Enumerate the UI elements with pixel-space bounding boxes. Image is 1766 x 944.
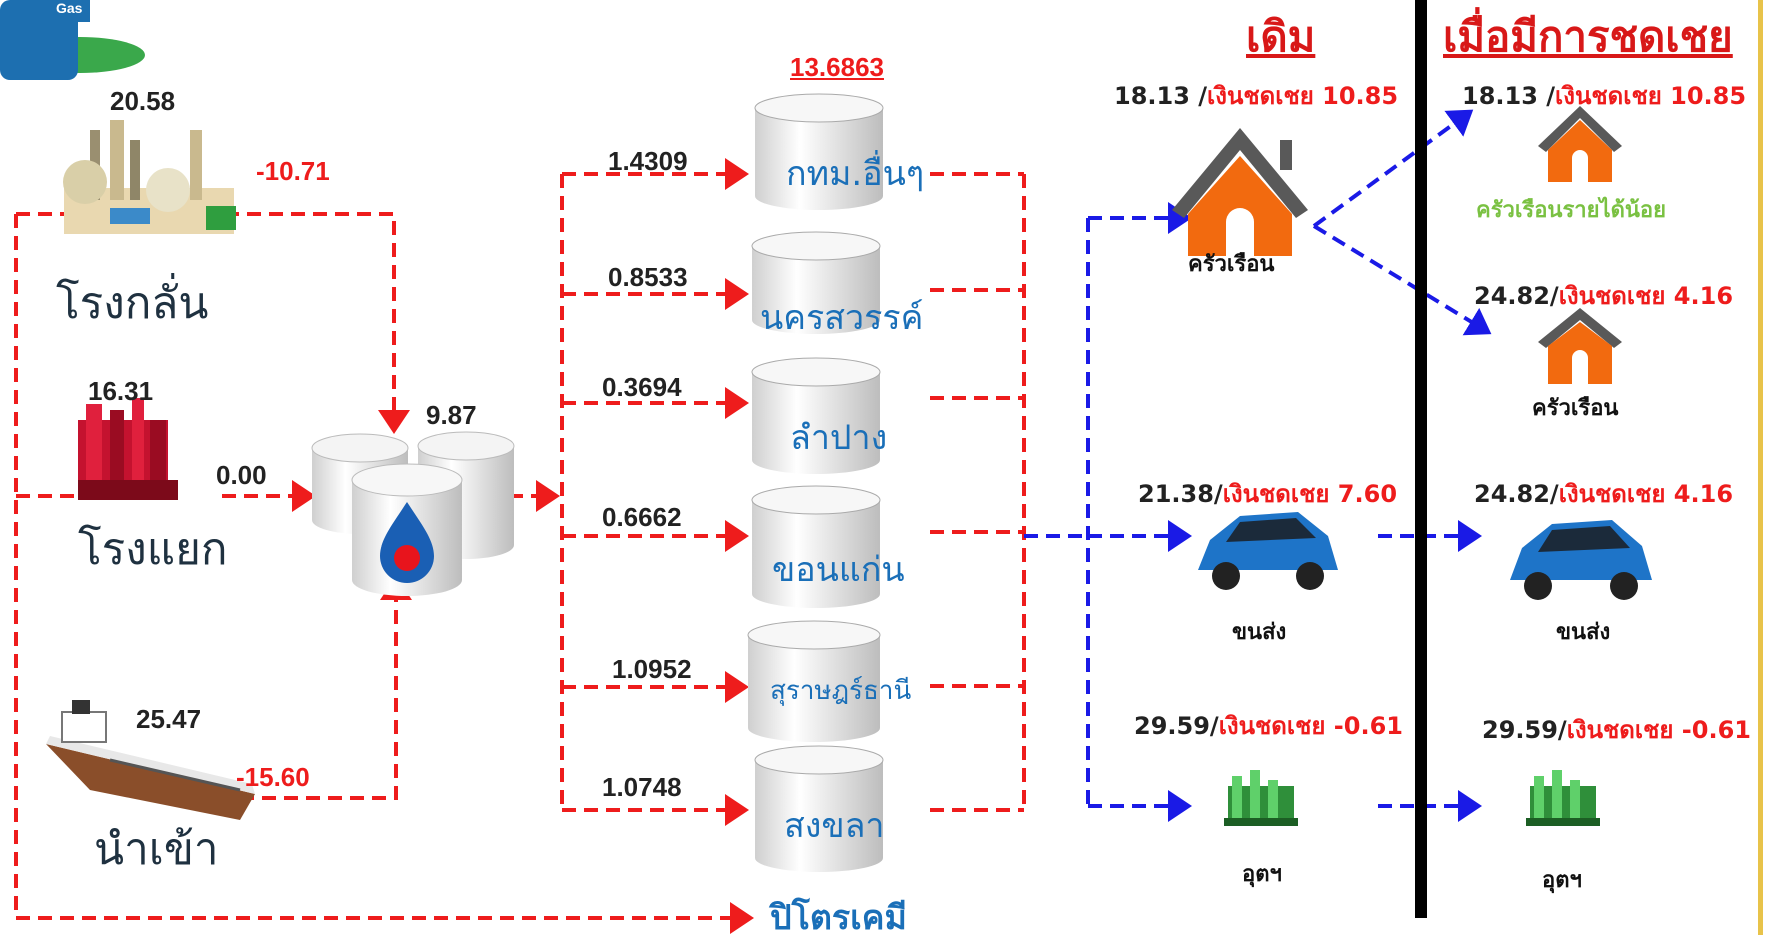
after-industry-label: อุตฯ <box>1542 868 1582 893</box>
import-price: 25.47 <box>136 704 202 734</box>
before-industry-price: 29.59/เงินชดเชย -0.61 <box>1134 712 1403 740</box>
pool-drop-logo <box>380 502 434 583</box>
lpg-cylinder-icon <box>0 0 145 80</box>
car-icon-after <box>1510 520 1652 600</box>
depot-tank-6 <box>754 745 884 872</box>
after-household-price: 24.82/เงินชดเชย 4.16 <box>1474 282 1734 310</box>
house-icon-before <box>1172 128 1308 256</box>
depot-value-4: 0.6662 <box>602 502 682 532</box>
factory-icon-before <box>1224 770 1298 826</box>
depot-value-3: 0.3694 <box>602 372 682 402</box>
before-transport-price: 21.38/เงินชดเชย 7.60 <box>1138 480 1398 508</box>
depot-total: 13.6863 <box>790 52 884 82</box>
header-before: เดิม <box>1246 12 1316 61</box>
depot-label-5: สุราษฎร์ธานี <box>770 676 912 706</box>
depot-tank-2 <box>751 231 881 334</box>
after-household-label: ครัวเรือน <box>1532 396 1619 421</box>
factory-icon-after <box>1526 770 1600 826</box>
house-icon-after <box>1538 308 1622 384</box>
after-industry-price: 29.59/เงินชดเชย -0.61 <box>1482 716 1751 744</box>
before-household-label: ครัวเรือน <box>1188 252 1275 277</box>
separation-label: โรงแยก <box>78 524 228 575</box>
refinery-icon <box>63 120 236 234</box>
car-icon-before <box>1198 512 1338 590</box>
petrochem-label: ปิโตรเคมี <box>770 898 907 938</box>
central-pool-tanks <box>311 431 515 596</box>
depot-value-1: 1.4309 <box>608 146 688 176</box>
depot-value-6: 1.0748 <box>602 772 682 802</box>
depot-label-1: กทม.อื่นๆ <box>786 154 925 194</box>
depot-label-6: สงขลา <box>784 806 885 846</box>
depot-value-5: 1.0952 <box>612 654 692 684</box>
import-to-pool-arrow <box>240 576 412 800</box>
refinery-label: โรงกลั่น <box>56 278 209 329</box>
depot-tank-1 <box>754 93 884 210</box>
depot-tank-3 <box>751 357 881 474</box>
header-after: เมื่อมีการชดเชย <box>1443 12 1733 61</box>
depot-value-2: 0.8533 <box>608 262 688 292</box>
import-diff: -15.60 <box>236 762 310 792</box>
lpg-logo-text: Gas <box>56 0 83 16</box>
depot-label-4: ขอนแก่น <box>772 550 905 590</box>
separation-price: 16.31 <box>88 376 154 406</box>
after-lowincome-price: 18.13 /เงินชดเชย 10.85 <box>1462 82 1747 110</box>
refinery-to-pool-arrow <box>225 212 410 434</box>
depot-tank-5 <box>747 620 881 742</box>
depot-label-3: ลำปาง <box>790 418 888 458</box>
before-industry-label: อุตฯ <box>1242 862 1282 887</box>
arrow-household-to-lowincome <box>1312 109 1474 228</box>
depot-label-2: นครสวรรค์ <box>760 298 924 338</box>
pool-value: 9.87 <box>426 400 477 430</box>
refinery-price: 20.58 <box>110 86 176 116</box>
after-transport-price: 24.82/เงินชดเชย 4.16 <box>1474 480 1734 508</box>
house-icon-lowincome <box>1538 106 1622 182</box>
separation-diff: 0.00 <box>216 460 267 490</box>
refinery-diff: -10.71 <box>256 156 330 186</box>
before-household-price: 18.13 /เงินชดเชย 10.85 <box>1114 82 1399 110</box>
before-after-divider <box>1415 0 1427 918</box>
after-transport-label: ขนส่ง <box>1556 620 1611 645</box>
slide-border <box>1758 0 1763 935</box>
before-transport-label: ขนส่ง <box>1232 620 1287 645</box>
separation-plant-icon <box>78 398 178 500</box>
import-label: นำเข้า <box>94 824 219 875</box>
after-lowincome-label: ครัวเรือนรายได้น้อย <box>1476 198 1667 223</box>
arrow-household-to-household <box>1312 224 1492 336</box>
tanker-ship-icon <box>46 700 255 820</box>
depot-tank-4 <box>751 485 881 608</box>
